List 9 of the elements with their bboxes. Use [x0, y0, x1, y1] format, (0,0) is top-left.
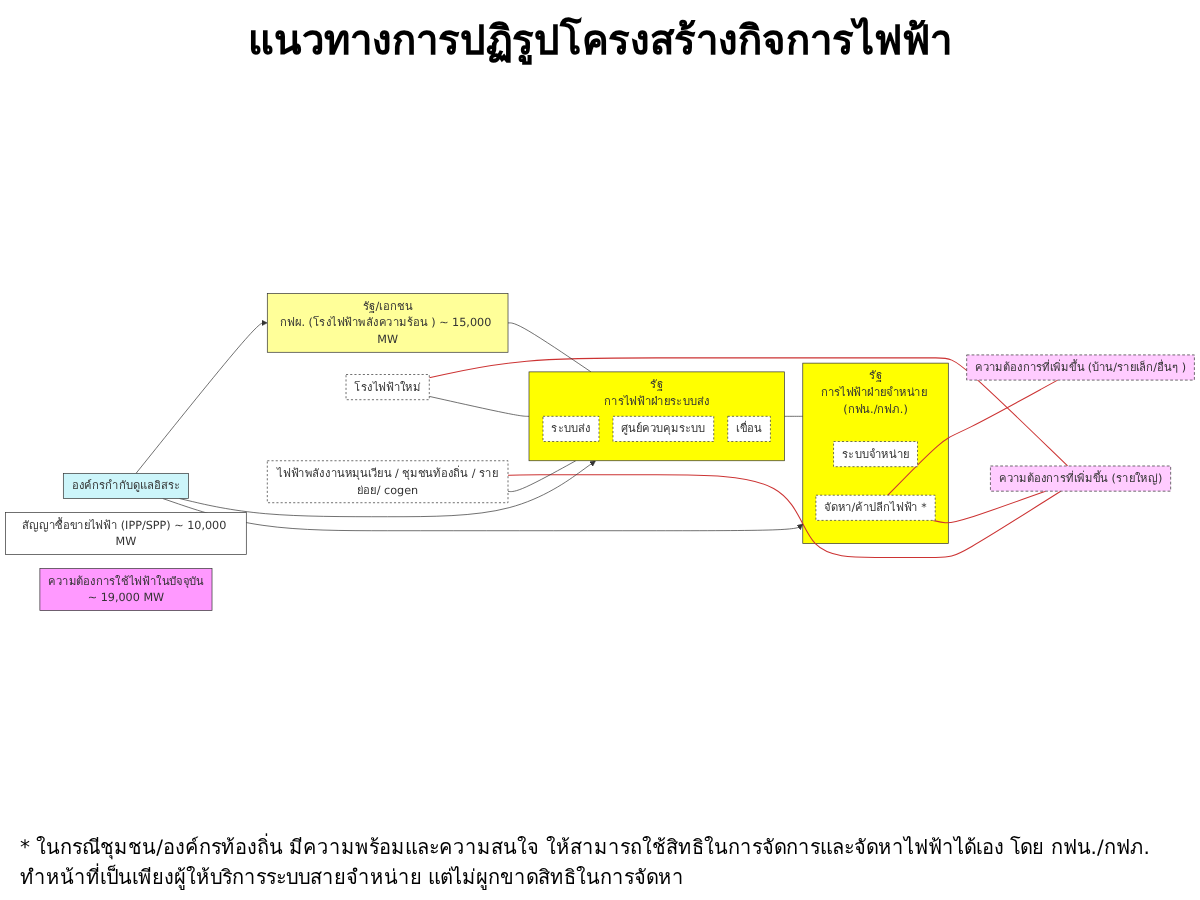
connector — [507, 322, 592, 373]
connector — [887, 379, 1059, 496]
connector — [428, 396, 530, 417]
connector — [784, 415, 804, 417]
connector — [507, 474, 1062, 558]
connector — [932, 490, 1046, 524]
connector — [507, 460, 577, 492]
footnote: * ในกรณีชุมชน/องค์กรท้องถิ่น มีความพร้อมและความสนใจ ให้สามารถใช้สิทธิในการจัดการและจัดหาไฟฟ้าได้เอง โดย กฟน./กฟภ. ทำหน้าที่เป็นเพียงผู้ให้บริการระบบสายจำหน่าย แต่ไม่ผูกขาดสิทธิในการจัดหา — [20, 832, 1180, 892]
diagram-title: แนวทางการปฏิรูปโครงสร้างกิจการไฟฟ้า — [246, 14, 954, 69]
